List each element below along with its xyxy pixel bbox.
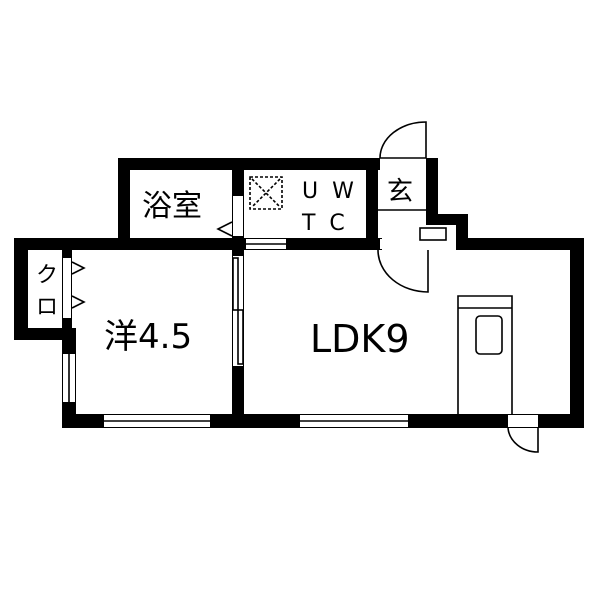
bath-label: 浴室 — [142, 189, 202, 224]
kitchen-counter — [457, 295, 513, 414]
closet-doors — [63, 258, 86, 318]
sink-icon — [475, 315, 503, 355]
bath-door-icon — [216, 196, 243, 237]
toilet-label-line2: T C — [301, 211, 345, 236]
windows — [63, 239, 456, 427]
rear-door-icon — [507, 415, 539, 453]
door-swing-icon — [379, 120, 427, 159]
washing-machine-space-icon — [249, 176, 283, 210]
toilet-label-line1: U W — [302, 179, 354, 204]
bedroom-label: 洋4.5 — [104, 317, 192, 357]
ldk-label: LDK9 — [310, 317, 410, 361]
sliding-door-icon — [232, 256, 244, 366]
entrance-label: 玄 — [387, 177, 413, 207]
closet-label-top: ク — [36, 263, 58, 288]
closet-label-bottom: ロ — [36, 295, 58, 320]
inner-door-swing-icon — [377, 227, 447, 293]
walls — [14, 158, 584, 428]
